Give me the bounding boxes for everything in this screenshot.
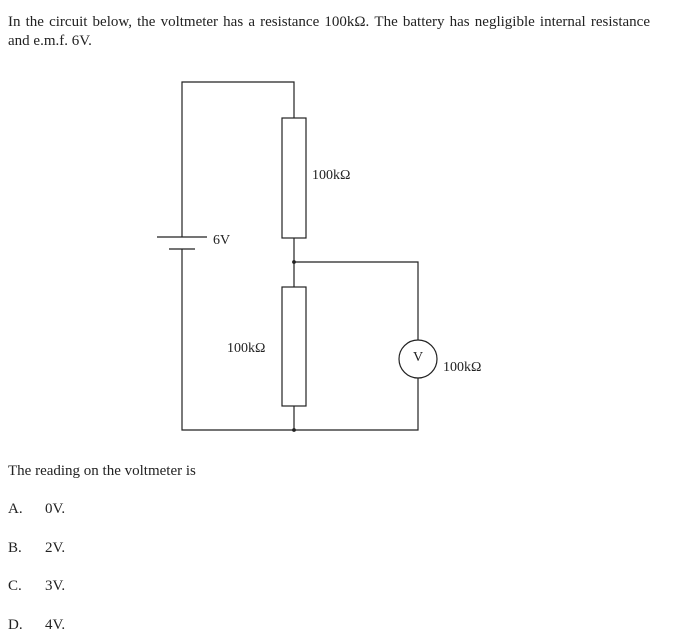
wire-left-top: [181, 81, 295, 237]
option-letter: D.: [8, 617, 23, 633]
option-text: 2V.: [45, 540, 66, 556]
voltmeter-label: 100kΩ: [443, 360, 482, 375]
option-letter: B.: [8, 540, 22, 556]
option-letter: C.: [8, 578, 22, 594]
question-intro: In the circuit below, the voltmeter has …: [8, 14, 650, 49]
option-text: 4V.: [45, 617, 66, 633]
option-b[interactable]: B. 2V.: [8, 540, 65, 557]
battery-label: 6V: [213, 233, 231, 248]
option-d[interactable]: D. 4V.: [8, 617, 65, 634]
option-letter: A.: [8, 501, 23, 517]
resistor-top-label: 100kΩ: [312, 168, 351, 183]
option-a[interactable]: A. 0V.: [8, 501, 65, 518]
resistor-top: [281, 117, 307, 239]
voltmeter-circle: [398, 339, 438, 379]
resistor-bottom-label: 100kΩ: [227, 341, 266, 356]
wire-voltmeter: [181, 249, 419, 431]
option-text: 0V.: [45, 501, 66, 517]
option-c[interactable]: C. 3V.: [8, 578, 65, 595]
question-stem: The reading on the voltmeter is: [8, 463, 196, 479]
voltmeter-symbol: V: [413, 350, 424, 365]
resistor-bottom: [281, 286, 307, 407]
option-text: 3V.: [45, 578, 66, 594]
